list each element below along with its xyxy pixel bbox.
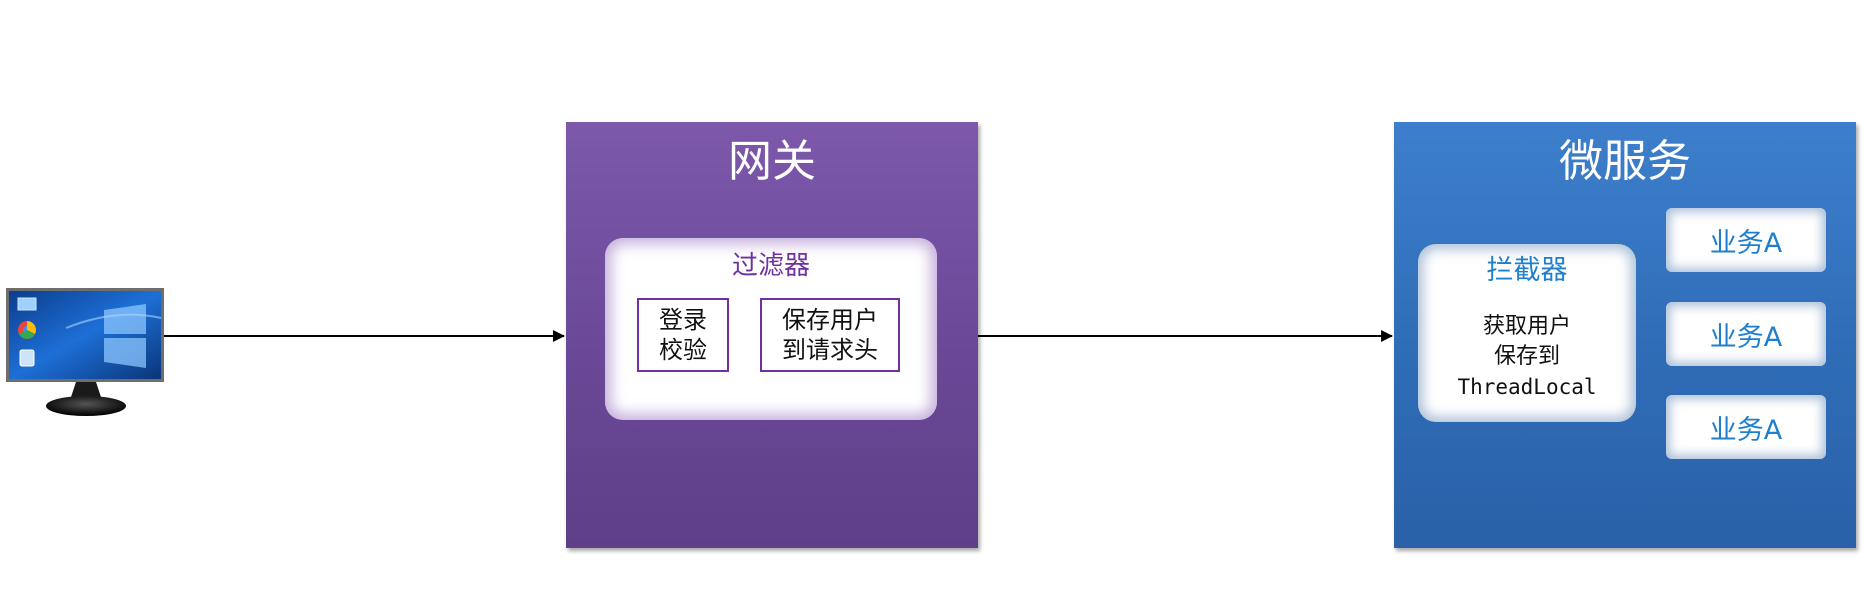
microservice-box: 微服务 拦截器 获取用户 保存到 ThreadLocal 业务A 业务A 业务A — [1394, 122, 1856, 548]
filter-step-login-check: 登录 校验 — [637, 298, 729, 372]
business-a-card-3: 业务A — [1666, 395, 1826, 459]
desktop-monitor-icon — [6, 288, 164, 416]
interceptor-line-save-to: 保存到 — [1493, 344, 1560, 369]
interceptor-line-threadlocal: ThreadLocal — [1457, 375, 1597, 399]
interceptor-card: 拦截器 获取用户 保存到 ThreadLocal — [1418, 244, 1636, 422]
business-a-card-2: 业务A — [1666, 302, 1826, 366]
interceptor-title: 拦截器 — [1486, 255, 1568, 286]
filter-step-save-user-to-header: 保存用户 到请求头 — [760, 298, 900, 372]
gateway-box: 网关 过滤器 登录 校验 保存用户 到请求头 — [566, 122, 978, 548]
business-a-card-1: 业务A — [1666, 208, 1826, 272]
filter-title: 过滤器 — [731, 251, 810, 281]
microservice-title: 微服务 — [1559, 136, 1691, 187]
interceptor-line-get-user: 获取用户 — [1482, 314, 1571, 339]
gateway-title: 网关 — [728, 136, 816, 187]
interceptor-description: 获取用户 保存到 ThreadLocal — [1418, 312, 1636, 402]
filter-card: 过滤器 登录 校验 保存用户 到请求头 — [605, 238, 937, 420]
